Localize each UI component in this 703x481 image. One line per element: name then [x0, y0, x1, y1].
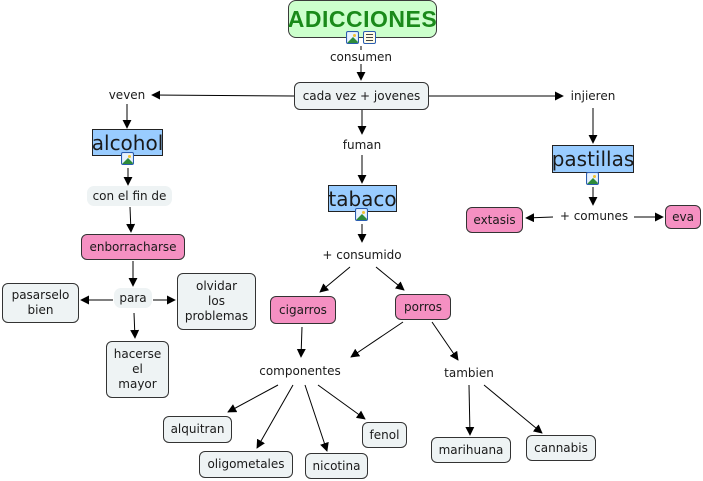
concept-alquitran[interactable]: alquitran — [163, 416, 232, 443]
edge-tambien-marihuana — [465, 384, 475, 436]
link-fuman: fuman — [342, 137, 382, 152]
concept-eva[interactable]: eva — [665, 205, 701, 229]
document-resource-icon[interactable] — [363, 31, 376, 44]
edge-para-hacerse — [130, 312, 140, 339]
edge-componentes-fenol — [317, 384, 366, 420]
image-resource-icon[interactable] — [346, 31, 359, 44]
edge-tambien-cannabis — [483, 384, 543, 434]
concept-extasis[interactable]: extasis — [466, 207, 523, 233]
concept-cannabis[interactable]: cannabis — [526, 435, 596, 461]
image-resource-icon[interactable] — [121, 152, 134, 165]
concept-pastillas[interactable]: pastillas — [551, 145, 635, 173]
concept-oligometales[interactable]: oligometales — [199, 451, 293, 478]
edge-confin-enborracharse — [126, 206, 136, 233]
concept-hacerse-el-mayor[interactable]: hacerse el mayor — [106, 341, 169, 398]
concept-cigarros[interactable]: cigarros — [270, 296, 336, 324]
concept-fenol[interactable]: fenol — [362, 422, 407, 448]
link-mas-consumido: + consumido — [322, 247, 402, 262]
edge-consumido-cigarros — [319, 266, 351, 293]
edge-componentes-oligometales — [256, 384, 294, 449]
concept-nicotina[interactable]: nicotina — [305, 453, 368, 479]
concept-olvidar-los-problemas[interactable]: olvidar los problemas — [177, 273, 256, 330]
concept-cada-vez-jovenes[interactable]: cada vez + jovenes — [294, 82, 429, 110]
edge-porros-tambien — [431, 321, 459, 361]
edge-comunes-extasis — [525, 213, 554, 223]
concept-porros[interactable]: porros — [395, 294, 451, 320]
image-resource-icon[interactable] — [586, 172, 599, 185]
link-mas-comunes: + comunes — [559, 208, 629, 223]
link-injieren: injieren — [570, 88, 616, 103]
link-tambien: tambien — [444, 365, 494, 380]
link-consumen: consumen — [329, 49, 393, 64]
edge-porros-componentes — [350, 321, 404, 358]
concept-marihuana[interactable]: marihuana — [431, 437, 511, 463]
edge-componentes-nicotina — [304, 384, 329, 452]
edge-consumido-porros — [375, 266, 405, 291]
concept-enborracharse[interactable]: enborracharse — [81, 234, 185, 260]
link-veven: veven — [108, 87, 146, 102]
edge-componentes-alquitran — [227, 384, 279, 413]
link-para: para — [114, 288, 152, 308]
link-componentes: componentes — [259, 363, 341, 378]
image-resource-icon[interactable] — [355, 208, 368, 221]
edge-cigarros-componentes — [296, 326, 306, 358]
concept-adicciones-title[interactable]: ADICCIONES — [288, 0, 437, 38]
edge-cadavez-veven — [151, 90, 295, 100]
concept-pasarselo-bien[interactable]: pasarselo bien — [2, 283, 79, 323]
link-con-el-fin-de: con el fin de — [87, 186, 172, 206]
